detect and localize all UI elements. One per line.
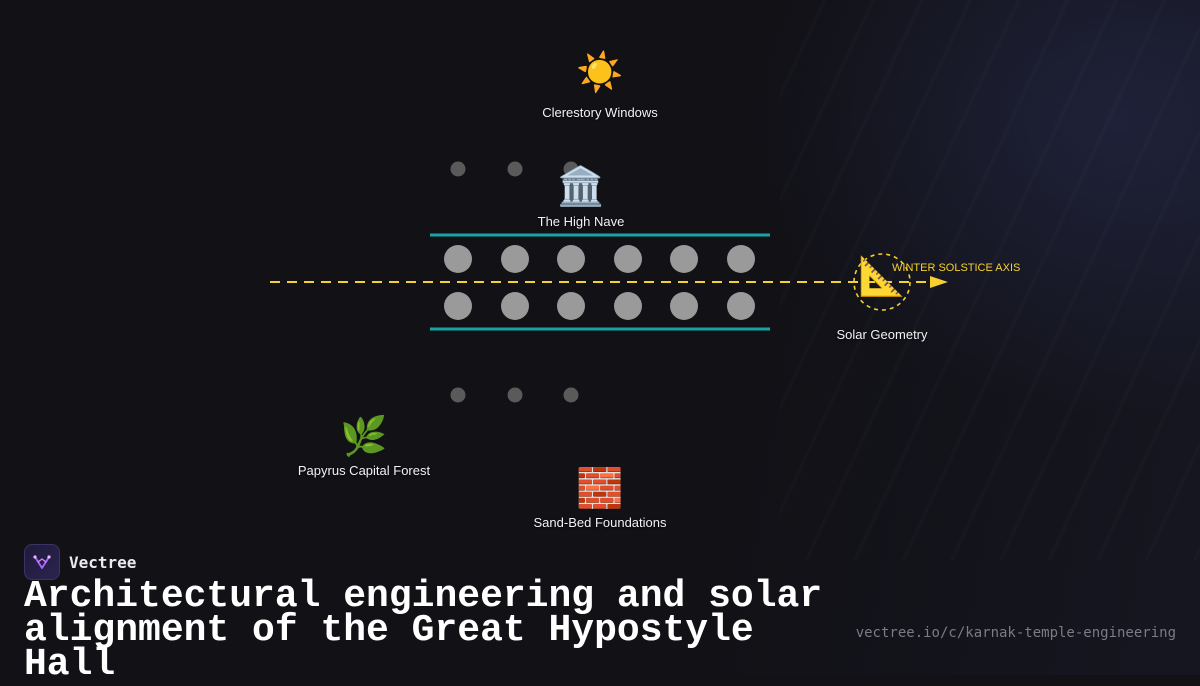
small-column (450, 161, 466, 177)
large-column (614, 245, 642, 273)
large-column (501, 245, 529, 273)
brand-name: Vectree (69, 552, 137, 572)
large-column (557, 245, 585, 273)
solar-geometry-label: Solar Geometry (836, 327, 928, 342)
herb-icon: 🌿 (340, 416, 388, 458)
large-columns-row-1 (444, 245, 755, 273)
large-columns-row-2 (444, 292, 755, 320)
classical-building-icon: 🏛️ (557, 166, 605, 208)
brand: Vectree (24, 544, 136, 580)
small-column (563, 387, 579, 403)
small-column (507, 161, 523, 177)
large-column (670, 292, 698, 320)
triangular-ruler-icon: 📐 (858, 256, 906, 298)
small-column (450, 387, 466, 403)
large-column (727, 245, 755, 273)
small-column (563, 161, 579, 177)
small-columns-south (450, 387, 579, 403)
source-url[interactable]: vectree.io/c/karnak-temple-engineering (855, 625, 1176, 641)
high-nave-label: The High Nave (537, 214, 625, 229)
large-column (444, 292, 472, 320)
page-title: Architectural engineering and solar alig… (24, 575, 823, 686)
large-column (501, 292, 529, 320)
vectree-logo-icon (24, 544, 60, 580)
small-columns-north (450, 161, 579, 177)
large-column (727, 292, 755, 320)
large-column (444, 245, 472, 273)
large-column (614, 292, 642, 320)
small-column (507, 387, 523, 403)
solstice-axis-arrowhead (930, 276, 948, 288)
sand-bed-foundations-label: Sand-Bed Foundations (533, 515, 667, 530)
large-column (557, 292, 585, 320)
winter-solstice-axis-label: WINTER SOLSTICE AXIS (892, 262, 1021, 274)
clerestory-windows-label: Clerestory Windows (542, 105, 658, 120)
brick-icon: 🧱 (576, 468, 624, 510)
solar-geometry-ring (853, 253, 911, 311)
papyrus-capital-forest-label: Papyrus Capital Forest (297, 463, 431, 478)
large-column (670, 245, 698, 273)
sun-icon: ☀️ (576, 52, 624, 94)
